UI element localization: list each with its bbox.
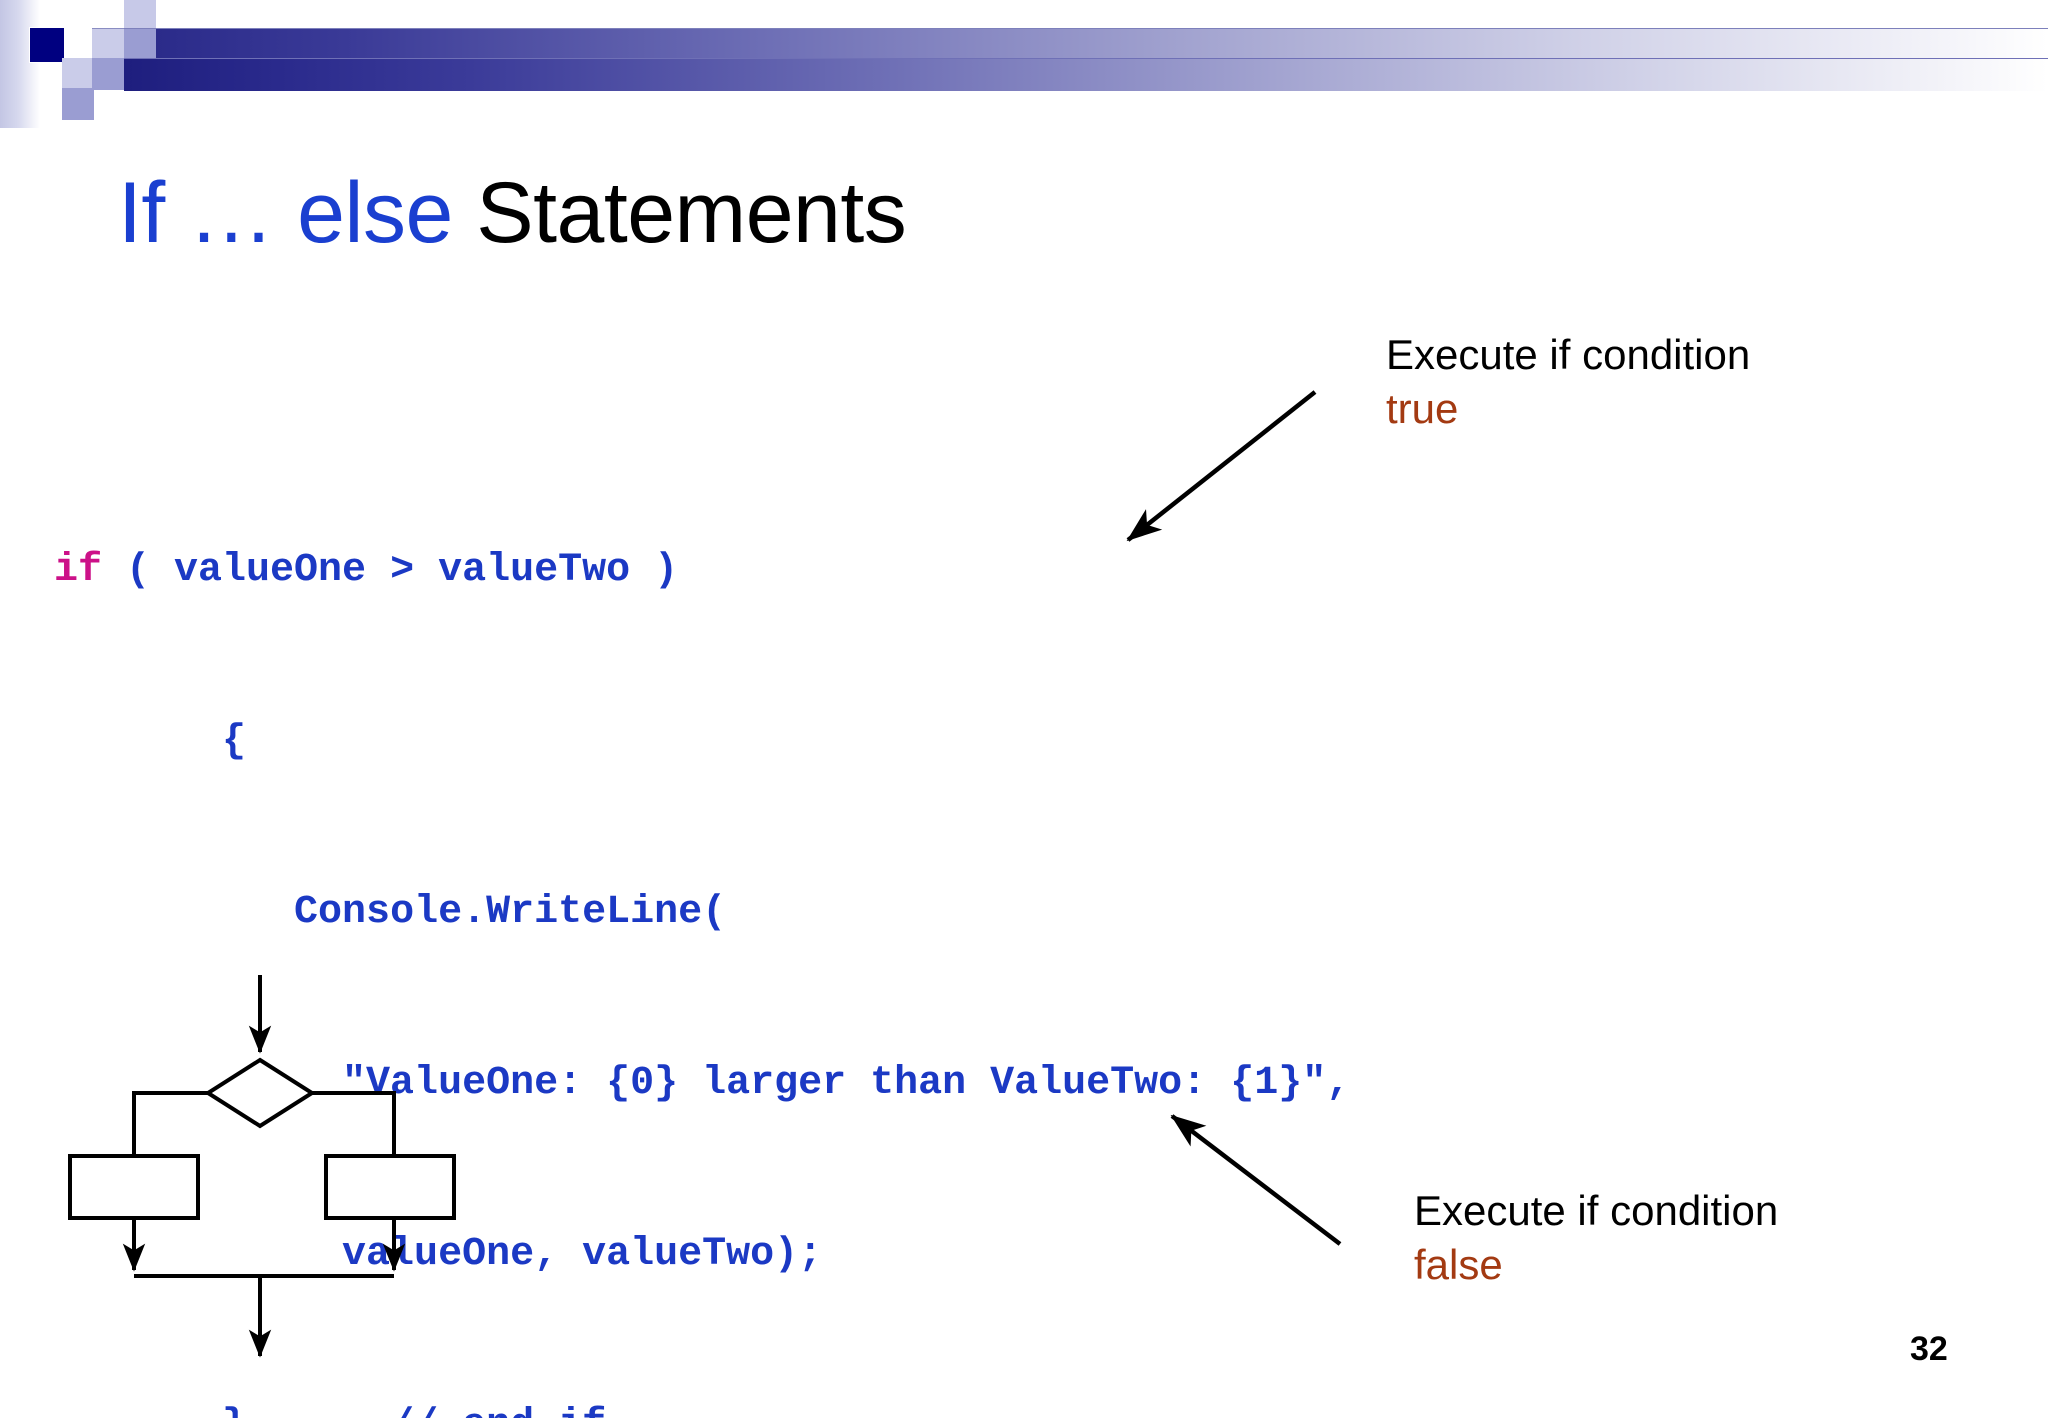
code-listing: if ( valueOne > valueTwo ) { Console.Wri… bbox=[54, 428, 1470, 1418]
title-ellipsis: … bbox=[164, 165, 298, 261]
code-line: Console.WriteLine( bbox=[54, 884, 1470, 941]
code-line: "ValueOne: {0} larger than ValueTwo: {1}… bbox=[54, 1055, 1470, 1112]
decor-gradient-bar bbox=[124, 58, 2048, 91]
code-indent bbox=[54, 719, 222, 764]
annotation-true-line2: true bbox=[1386, 385, 1459, 432]
code-text: "ValueOne: {0} larger than ValueTwo: {1}… bbox=[342, 1061, 1351, 1106]
code-indent bbox=[54, 890, 294, 935]
code-keyword: if bbox=[54, 548, 103, 593]
flowchart-true-branch-line bbox=[132, 1091, 208, 1156]
decor-block-purple-3 bbox=[62, 88, 94, 120]
flowchart-false-branch-box bbox=[324, 1154, 456, 1220]
code-text: valueOne, valueTwo); bbox=[342, 1232, 823, 1277]
title-rest: Statements bbox=[452, 165, 907, 261]
title-keyword-else: else bbox=[297, 165, 453, 261]
slide-title: If … else Statements bbox=[118, 170, 907, 256]
title-keyword-if: If bbox=[118, 165, 165, 261]
code-line: { bbox=[54, 713, 1470, 770]
code-text: } // end if bbox=[222, 1403, 606, 1418]
annotation-false-line2: false bbox=[1414, 1241, 1503, 1288]
if-else-flowchart bbox=[68, 975, 456, 1358]
flowchart-true-branch-box bbox=[68, 1154, 200, 1220]
code-line: valueOne, valueTwo); bbox=[54, 1226, 1470, 1283]
annotation-false-line1: Execute if condition bbox=[1414, 1187, 1779, 1234]
code-text: ( valueOne > valueTwo ) bbox=[102, 548, 679, 593]
annotation-true-branch: Execute if condition true bbox=[1386, 328, 1750, 436]
decor-block-lavender-3 bbox=[62, 58, 94, 90]
code-text: Console.WriteLine( bbox=[294, 890, 727, 935]
code-line: if ( valueOne > valueTwo ) bbox=[54, 542, 1470, 599]
decor-bar-upper bbox=[156, 28, 2048, 59]
decor-fade-column bbox=[0, 0, 40, 128]
decor-block-navy bbox=[30, 28, 64, 62]
decor-block-lavender-2 bbox=[92, 28, 124, 61]
annotation-false-branch: Execute if condition false bbox=[1414, 1184, 1778, 1292]
flowchart-decision-diamond bbox=[204, 1057, 316, 1129]
code-line: } // end if bbox=[54, 1397, 1470, 1418]
page-number: 32 bbox=[1910, 1330, 1948, 1368]
code-indent bbox=[54, 1403, 222, 1418]
code-text: { bbox=[222, 719, 247, 764]
annotation-true-line1: Execute if condition bbox=[1386, 331, 1751, 378]
decor-block-purple-2 bbox=[92, 58, 124, 90]
flowchart-false-branch-line bbox=[312, 1091, 396, 1156]
decor-block-purple-1 bbox=[124, 28, 156, 61]
